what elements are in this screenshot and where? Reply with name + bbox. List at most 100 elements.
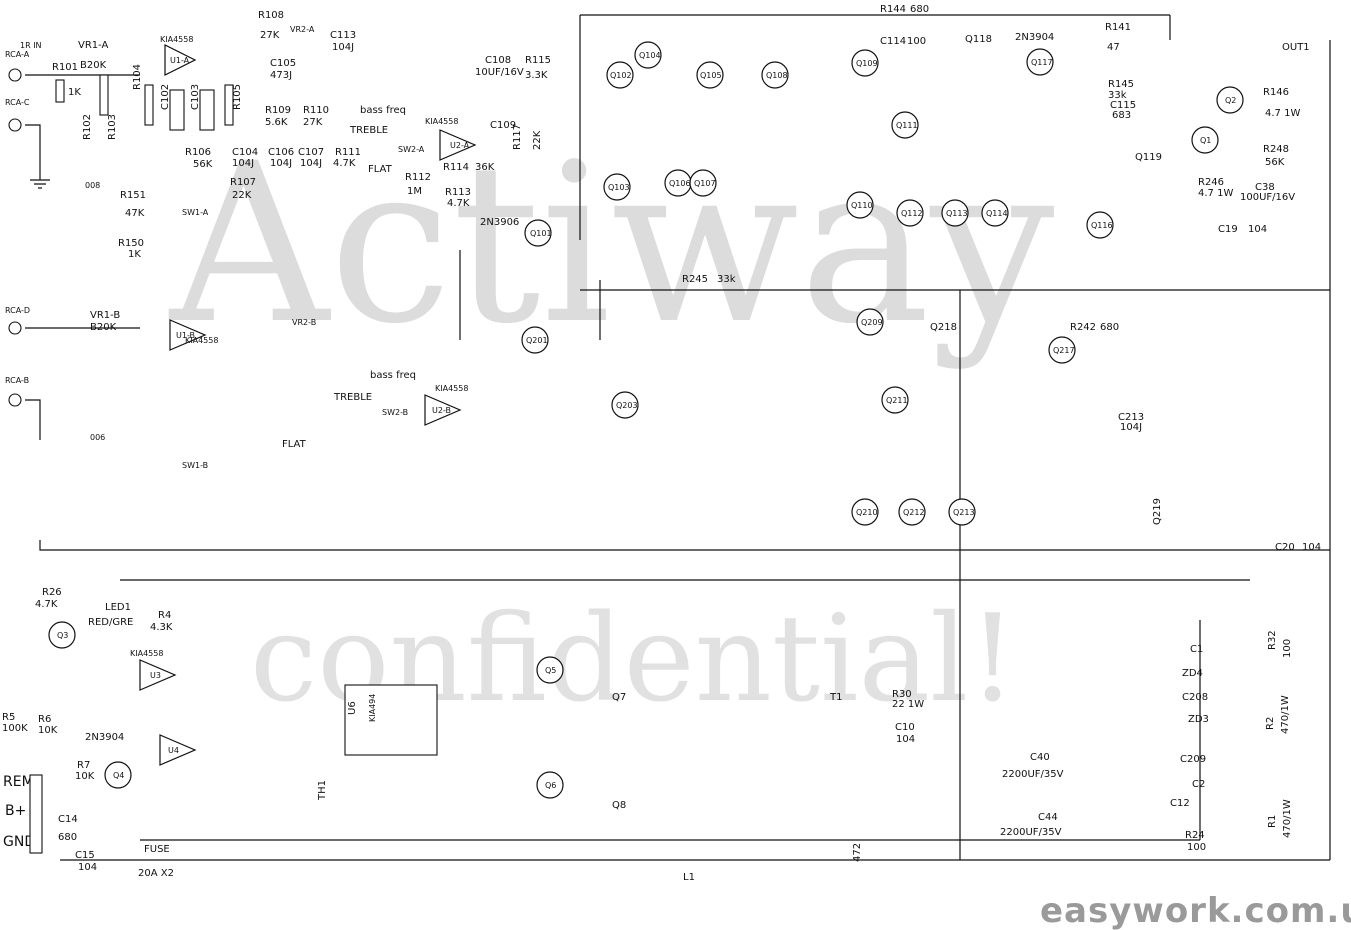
rca-c-jack: [8, 118, 22, 132]
r110-ref: R110: [303, 105, 329, 116]
q8-ref: Q8: [612, 800, 626, 811]
r101-value: 1K: [68, 87, 81, 98]
q203-ref: Q203: [616, 401, 638, 410]
rca-d-jack: [8, 321, 22, 335]
r8-value: 10K: [75, 771, 95, 782]
rca-a-jack: [8, 68, 22, 82]
power-supply: R26 4.7K Q3 LED1 RED/GRE R4 4.3K U3 KIA4…: [2, 587, 1293, 883]
u1a-part: KIA4558: [160, 35, 193, 44]
u1b-part: KIA4558: [185, 336, 218, 345]
fuse-value: 20A X2: [138, 868, 174, 879]
r105-ref: R105: [232, 84, 243, 110]
r106-value: 56K: [193, 159, 213, 170]
c108-ref: C108: [485, 55, 511, 66]
q212-ref: Q212: [903, 508, 925, 517]
r242-value: 680: [1100, 322, 1119, 333]
r104-ref: R104: [132, 64, 143, 90]
c20-ref: C20: [1275, 542, 1295, 553]
opamp-u3: [139, 659, 177, 691]
c106-ref: C106: [268, 147, 294, 158]
sw1a-label: SW1-A: [182, 208, 209, 217]
r1-value: 100: [1282, 639, 1293, 658]
c115-ref: C115: [1110, 100, 1136, 111]
sw2b-label: SW2-B: [382, 408, 408, 417]
transistor-q3: [48, 621, 76, 649]
c105-value: 473J: [270, 70, 292, 81]
c16-ref: C12: [1170, 798, 1190, 809]
r146-value: 33k: [1108, 90, 1127, 101]
q219-ref: Q219: [1152, 498, 1163, 525]
u6-label: U6: [347, 701, 358, 715]
rca-b-label: RCA-B: [5, 376, 29, 385]
q112-ref: Q112: [901, 209, 923, 218]
q116-ref: Q116: [1091, 221, 1113, 230]
c18-value: 104: [78, 862, 97, 873]
treble-bottom: TREBLE: [333, 392, 372, 403]
r142-ref: R141: [1105, 22, 1131, 33]
c106-value: 104J: [270, 158, 292, 169]
transistor-q104: [634, 41, 662, 69]
r112-value: 1M: [407, 186, 422, 197]
c113-ref: C113: [330, 30, 356, 41]
u3-part: KIA4558: [130, 649, 163, 658]
c44-ref: C40: [1030, 752, 1050, 763]
r113-ref: R113: [445, 187, 471, 198]
transistor-q6: [536, 771, 564, 799]
transistor-q111: [891, 111, 919, 139]
c19-value: 104: [1248, 224, 1267, 235]
r26-value: 4.7 1W: [1198, 188, 1233, 199]
q107-ref: Q107: [694, 179, 716, 188]
label-006: 006: [90, 433, 105, 442]
q108-ref: Q108: [766, 71, 788, 80]
c215-value: 104J: [1120, 422, 1142, 433]
website-footer: easywork.com.ua: [1040, 891, 1351, 930]
input-section-top: 1R IN RCA-A RCA-C R101 1K VR1-A B20K R10…: [5, 35, 258, 260]
transistor-q116: [1086, 211, 1114, 239]
q117-type: 2N3904: [1015, 32, 1054, 43]
c104-ref: C104: [232, 147, 258, 158]
transistor-q107: [689, 169, 717, 197]
r111-ref: R111: [335, 147, 361, 158]
vr1b-label: VR1-B: [90, 310, 120, 321]
r148-value: 4.7 1W: [1265, 108, 1300, 119]
power-amp-top: Q101 2N3906 Q102 Q103 Q104 Q105 Q106 Q10…: [480, 4, 1321, 553]
u1b-label: U1-B: [176, 331, 195, 340]
transistor-q114: [981, 199, 1009, 227]
q103-ref: Q103: [608, 183, 630, 192]
q117-ref: Q117: [1031, 58, 1053, 67]
c45-ref: C44: [1038, 812, 1058, 823]
c114-ref: C114: [880, 36, 906, 47]
zd1-ref: ZD3: [1188, 714, 1209, 725]
q102-ref: Q102: [610, 71, 632, 80]
q2-ref: Q2: [1225, 96, 1236, 105]
transistor-q105: [696, 61, 724, 89]
transistor-q217: [1048, 336, 1076, 364]
r110-value: 27K: [303, 117, 323, 128]
transistor-q112: [896, 199, 924, 227]
r242-ref: R242: [1070, 322, 1096, 333]
power-connector-j1: [29, 774, 43, 854]
q1-ref: Q1: [1200, 136, 1211, 145]
c14-ref: C10: [895, 722, 915, 733]
vr2b-label: VR2-B: [292, 318, 316, 327]
r7-ref: R6: [38, 714, 51, 725]
opamp-u2a: [439, 129, 477, 161]
r151-ref: R151: [120, 190, 146, 201]
input-title: 1R IN: [20, 41, 42, 50]
transistor-q211: [881, 386, 909, 414]
c215-ref: C213: [1118, 412, 1144, 423]
transistor-q212: [898, 498, 926, 526]
r115-value: 3.3K: [525, 70, 548, 81]
vr1a-value: B20K: [80, 60, 107, 71]
r6-value: 100K: [2, 723, 28, 734]
potentiometer-vr1a: [99, 74, 109, 116]
r108-value: 27K: [260, 30, 280, 41]
c2-ref: C209: [1180, 754, 1206, 765]
r151-value: 47K: [125, 208, 145, 219]
c107-ref: C107: [298, 147, 324, 158]
q210-ref: Q210: [856, 508, 878, 517]
c18-ref: C15: [75, 850, 95, 861]
opamp-u1b: [169, 319, 207, 351]
r145-ref: R144: [880, 4, 906, 15]
c14-value: 104: [896, 734, 915, 745]
